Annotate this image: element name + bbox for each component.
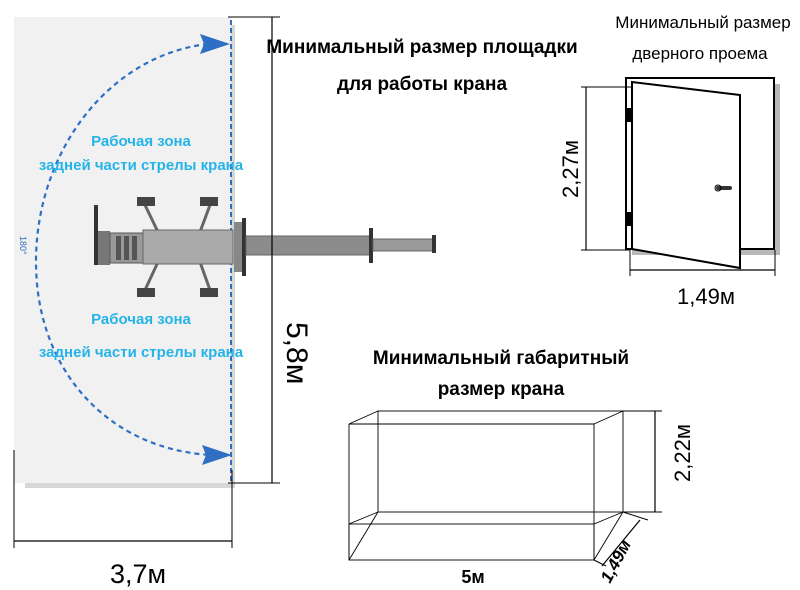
crane-top-view bbox=[94, 197, 436, 297]
door-hinge-top bbox=[626, 108, 632, 122]
crane-title-line1: Минимальный габаритный bbox=[373, 348, 629, 369]
crane-chassis bbox=[142, 229, 234, 265]
crane-depth-label: 1,49м bbox=[597, 536, 635, 586]
site-width-dimension: 3,7м bbox=[13, 450, 233, 589]
crane-boom-tip bbox=[372, 238, 434, 252]
crane-counterweight bbox=[98, 231, 110, 265]
door-width-label: 1,49м bbox=[677, 284, 735, 309]
crane-box bbox=[348, 410, 624, 561]
box-back-face bbox=[377, 410, 624, 513]
outrigger-pad bbox=[137, 197, 155, 206]
site-width-label: 3,7м bbox=[110, 559, 166, 589]
site-height-label: 5,8м bbox=[280, 322, 313, 384]
angle-label: 180° bbox=[18, 236, 28, 255]
door-height-dimension: 2,27м bbox=[558, 86, 632, 251]
outrigger-pad bbox=[137, 288, 155, 297]
zone-bottom-line2: задней части стрелы крана bbox=[39, 344, 244, 361]
arc-arrow-top bbox=[200, 34, 230, 54]
outrigger-pad bbox=[200, 197, 218, 206]
zone-bottom-line1: Рабочая зона bbox=[91, 311, 191, 328]
zone-top-line1: Рабочая зона bbox=[91, 133, 191, 150]
door-drawing bbox=[625, 77, 780, 270]
box-front-face bbox=[348, 523, 595, 561]
crane-height-dimension: 2,22м bbox=[623, 410, 695, 513]
crane-length-label: 5м bbox=[461, 567, 484, 587]
site-height-dimension: 5,8м bbox=[228, 16, 313, 484]
site-title-line1: Минимальный размер площадки bbox=[266, 37, 577, 58]
crane-back-plate bbox=[94, 205, 98, 265]
site-title-line2: для работы крана bbox=[337, 74, 508, 95]
crane-height-label: 2,22м bbox=[670, 424, 695, 482]
door-hinge-bottom bbox=[626, 212, 632, 226]
crane-turret-plate bbox=[242, 218, 246, 276]
door-leaf bbox=[631, 80, 741, 270]
door-title-line2: дверного проема bbox=[632, 44, 768, 63]
door-width-dimension: 1,49м bbox=[629, 250, 776, 309]
crane-title-line2: размер крана bbox=[438, 379, 565, 400]
zone-top-line2: задней части стрелы крана bbox=[39, 157, 244, 174]
door-height-label: 2,27м bbox=[558, 140, 583, 198]
arc-arrow-bottom bbox=[202, 445, 232, 465]
outrigger-pad bbox=[200, 288, 218, 297]
crane-depth-dimension: 1,49м bbox=[593, 511, 649, 586]
door-title-line1: Минимальный размер bbox=[615, 13, 790, 32]
door-handle bbox=[716, 186, 732, 190]
crane-boom bbox=[245, 235, 372, 256]
